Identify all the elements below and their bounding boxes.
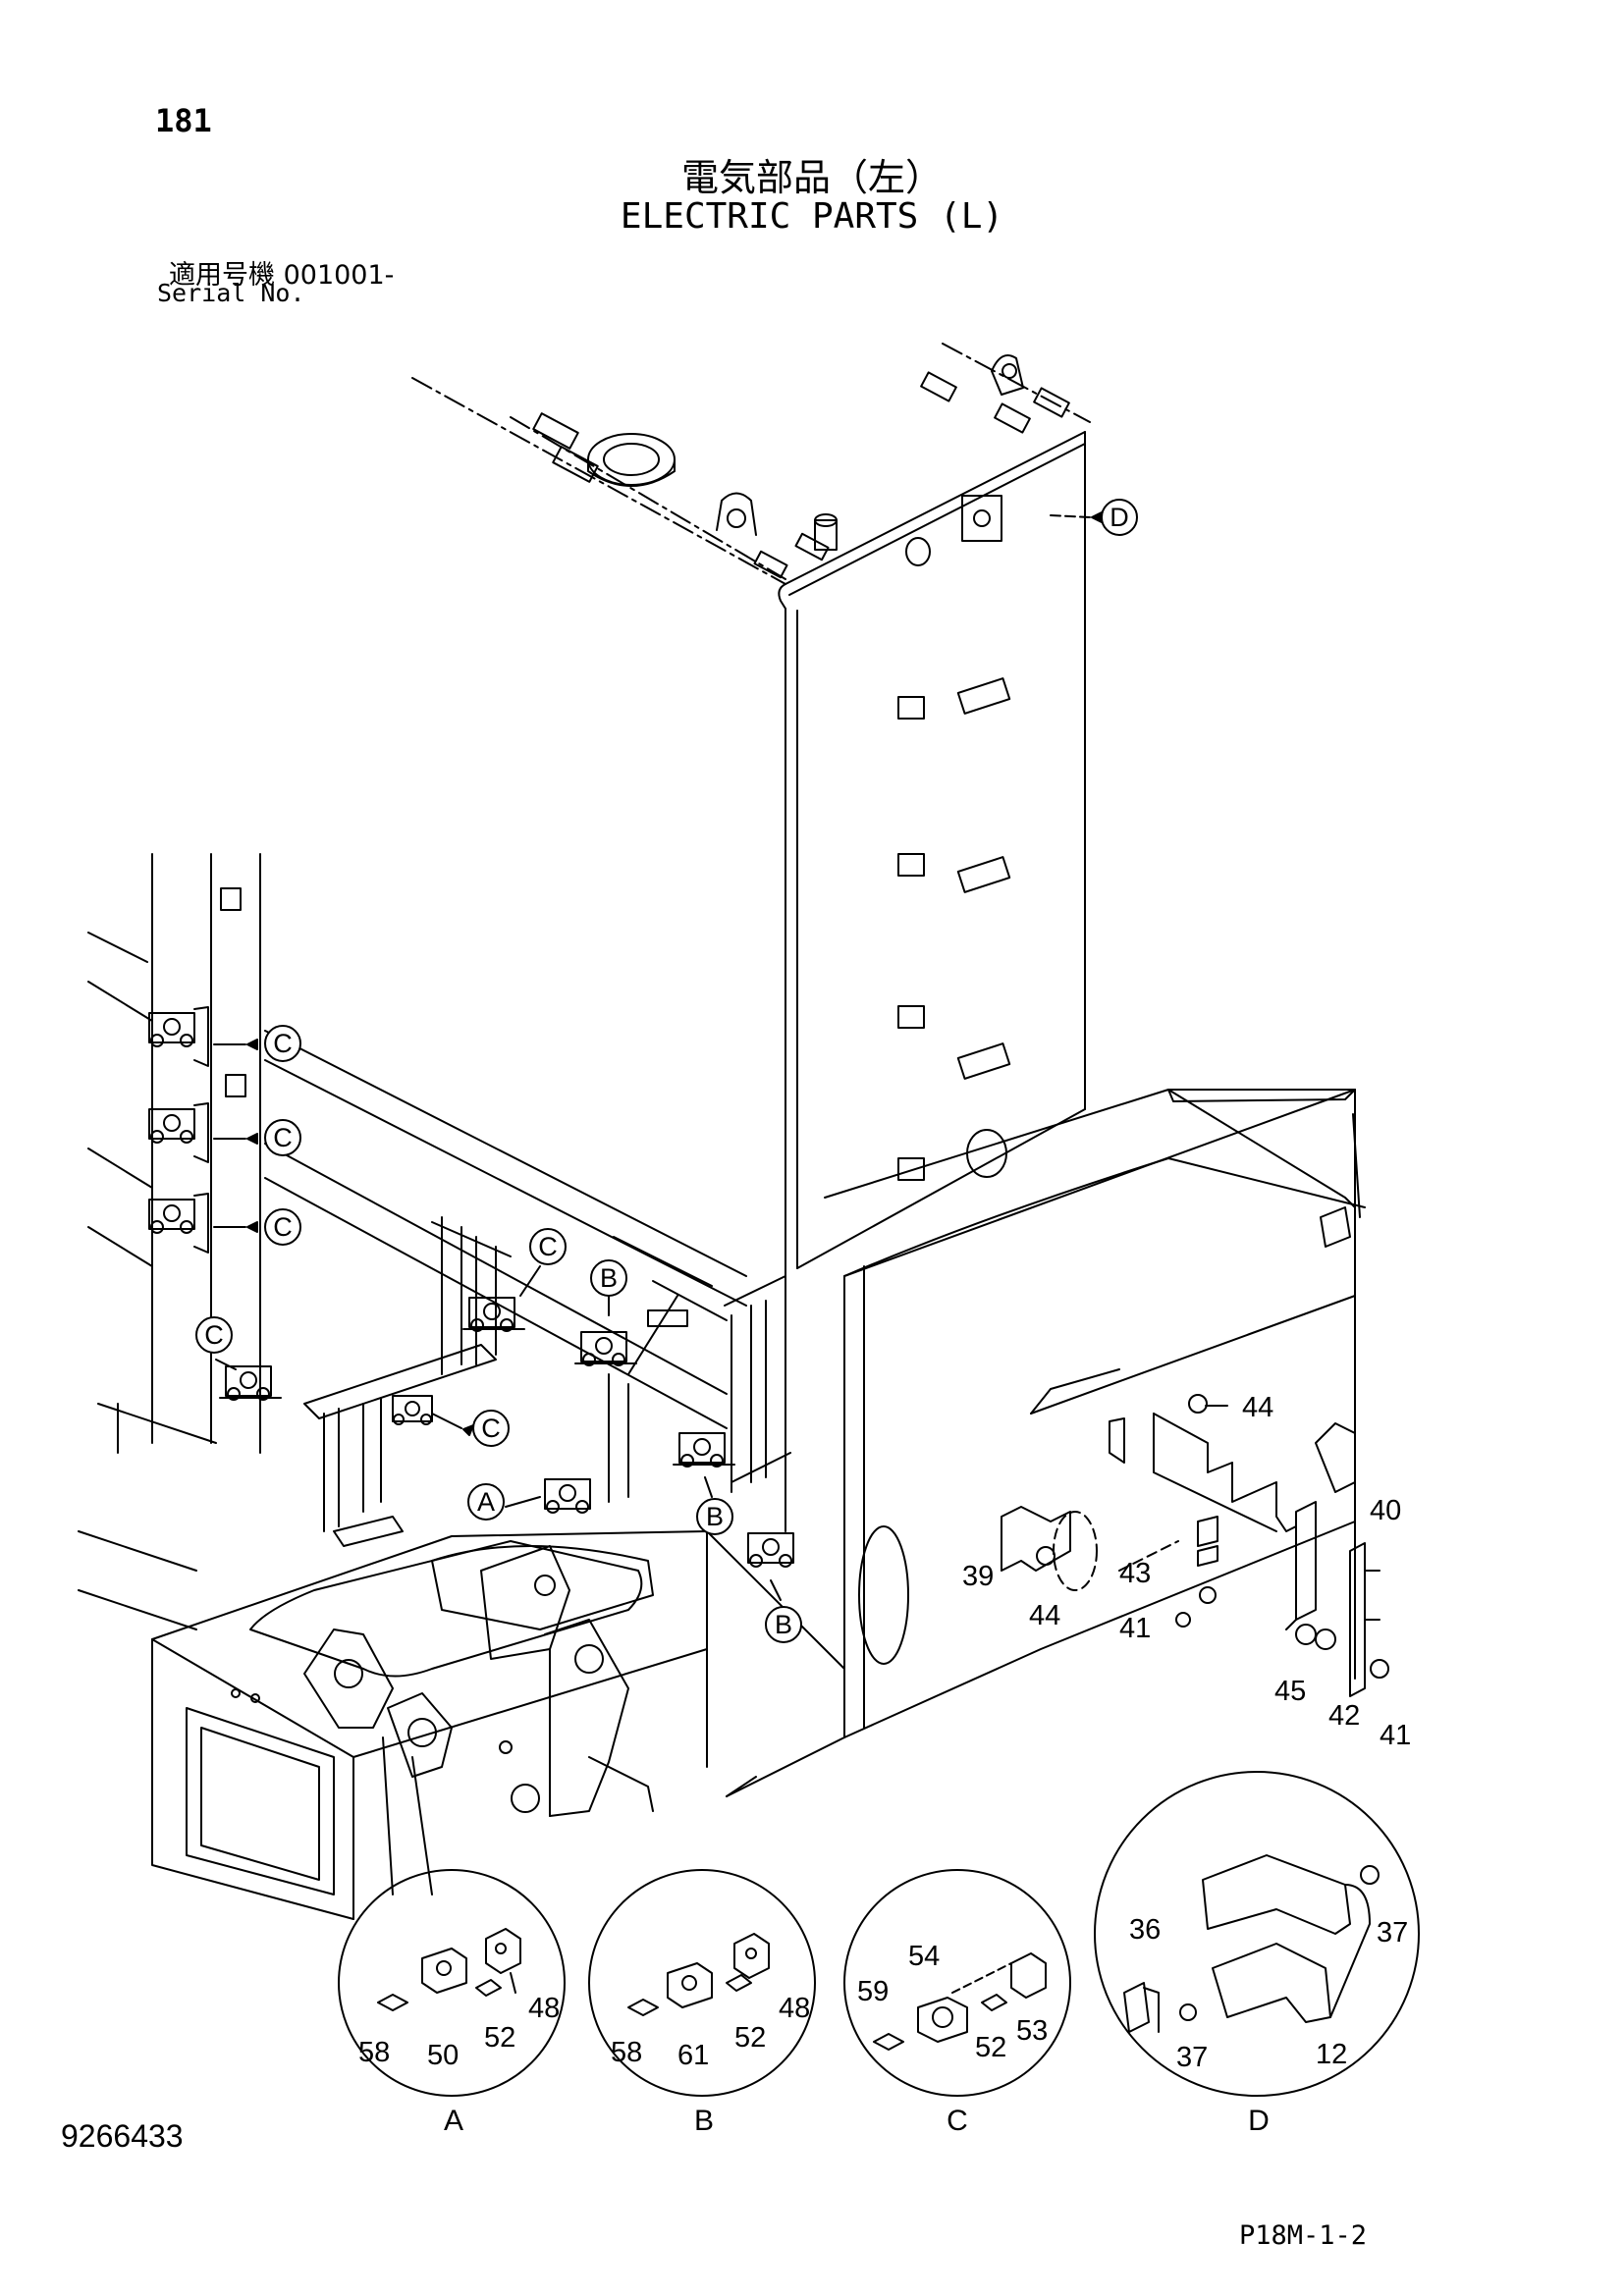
detail-b-label-52: 52 [734, 2022, 766, 2054]
callout-b1: B [600, 1263, 618, 1293]
side-rail [706, 1089, 1366, 1797]
part-label-42: 42 [1328, 1700, 1360, 1732]
part-label-45: 45 [1274, 1676, 1306, 1707]
callout-c4: C [204, 1320, 224, 1350]
part-label-39: 39 [962, 1561, 994, 1592]
serial-label-japanese: 適用号機 001001- [169, 260, 395, 291]
detail-b-label-61: 61 [677, 2040, 709, 2071]
callout-c5: C [481, 1414, 501, 1443]
detail-c-label-52: 52 [975, 2032, 1006, 2063]
detail-circle-d [1094, 1771, 1420, 2097]
callout-c1: C [273, 1029, 293, 1058]
callout-b3: B [775, 1610, 792, 1639]
detail-b-title: B [694, 2105, 714, 2137]
part-label-43: 43 [1119, 1558, 1151, 1589]
page-title: ELECTRIC PARTS (L) [620, 196, 1004, 237]
page-title-japanese: 電気部品（左） [680, 156, 943, 199]
clamp-assemblies [148, 1006, 794, 1568]
front-weldment [151, 1530, 708, 1920]
callout-circle-c5 [472, 1410, 510, 1447]
detail-d-label-37b: 37 [1176, 2042, 1208, 2073]
fuel-tank [411, 343, 1091, 1277]
detail-b-label-48: 48 [779, 1993, 810, 2024]
callout-a1: A [477, 1487, 495, 1517]
part-label-40: 40 [1370, 1495, 1401, 1526]
part-label-41b: 41 [1380, 1720, 1411, 1751]
callout-c6: C [538, 1232, 558, 1261]
page-code: P18M-1-2 [1239, 2220, 1368, 2251]
detail-circle-b [588, 1869, 816, 2097]
callout-circle-b1 [590, 1259, 627, 1297]
detail-a-label-58: 58 [358, 2037, 390, 2068]
callout-circle-c1 [264, 1025, 301, 1062]
callout-circle-b3 [765, 1606, 802, 1643]
callout-c3: C [273, 1212, 293, 1242]
detail-d-label-36: 36 [1129, 1914, 1161, 1946]
part-label-41: 41 [1119, 1613, 1151, 1644]
detail-a-label-48: 48 [528, 1993, 560, 2024]
detail-c-label-53: 53 [1016, 2015, 1048, 2047]
callout-circle-c6 [529, 1228, 567, 1265]
callout-circle-c3 [264, 1208, 301, 1246]
part-label-44b: 44 [1029, 1600, 1060, 1631]
callout-circle-d1 [1101, 499, 1138, 536]
callout-circle-c2 [264, 1119, 301, 1156]
detail-circle-c [843, 1869, 1071, 2097]
callout-circle-b2 [696, 1498, 733, 1535]
part-label-44: 44 [1242, 1392, 1273, 1423]
detail-d-label-12: 12 [1316, 2039, 1347, 2070]
detail-circle-a [338, 1869, 566, 2097]
detail-c-label-59: 59 [857, 1976, 889, 2007]
page-number: 181 [155, 102, 212, 139]
detail-d-title: D [1248, 2105, 1270, 2137]
serial-label: Serial No. [157, 279, 305, 307]
drawing-number: 9266433 [61, 2118, 184, 2154]
callout-circle-c4 [195, 1316, 233, 1354]
detail-a-title: A [444, 2105, 463, 2137]
callout-leaders [213, 1039, 782, 1601]
callout-d1: D [1110, 503, 1129, 532]
detail-c-label-54: 54 [908, 1941, 940, 1972]
detail-a-label-50: 50 [427, 2040, 459, 2071]
callout-circle-a1 [467, 1483, 505, 1521]
detail-d-label-37: 37 [1377, 1917, 1408, 1949]
callout-b2: B [706, 1502, 724, 1531]
detail-a-label-52: 52 [484, 2022, 515, 2054]
detail-c-title: C [947, 2105, 968, 2137]
detail-b-label-58: 58 [611, 2037, 642, 2068]
bracket-parts [1001, 1394, 1389, 1697]
main-frame [78, 853, 1356, 1738]
callout-c2: C [273, 1123, 293, 1152]
